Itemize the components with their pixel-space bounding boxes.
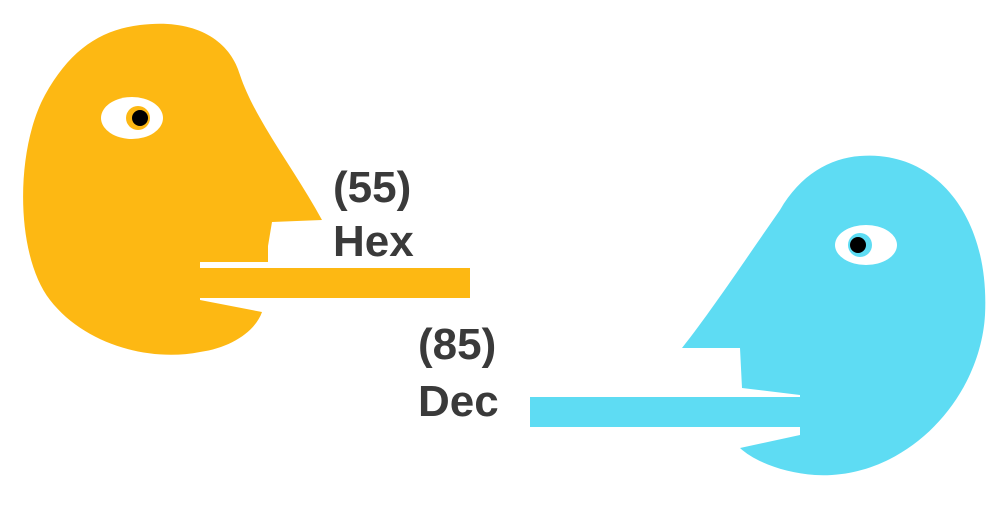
blue-speech-bar (530, 397, 802, 427)
hex-value-label: (55) (333, 163, 411, 212)
dec-base-label: Dec (418, 377, 499, 426)
dec-value-label: (85) (418, 320, 496, 369)
yellow-pupil (132, 110, 148, 126)
yellow-face-icon (23, 23, 470, 355)
blue-head (682, 155, 986, 476)
blue-face-icon (530, 155, 986, 476)
yellow-head (23, 23, 323, 355)
yellow-speech-bar (200, 268, 470, 298)
hex-base-label: Hex (333, 217, 414, 266)
blue-pupil (850, 237, 866, 253)
